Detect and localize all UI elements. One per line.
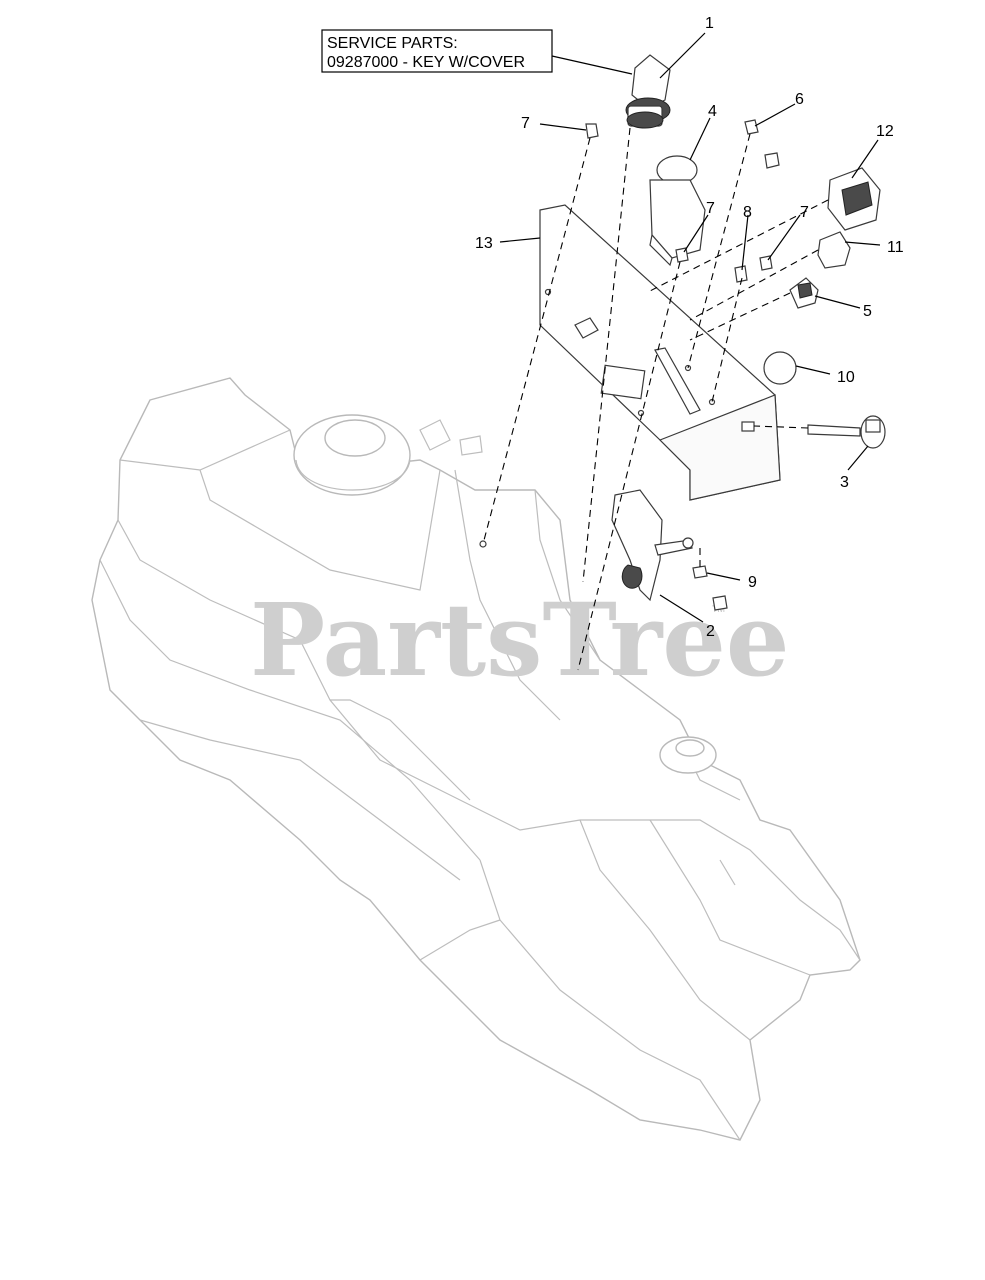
rocker-switch — [827, 167, 881, 231]
dash-panel — [539, 204, 781, 501]
callout-7-center: 7 — [706, 200, 715, 217]
callout-3: 3 — [840, 474, 849, 491]
callout-13: 13 — [475, 235, 493, 252]
callout-leaders — [499, 32, 881, 623]
watermark: PartsTree TM — [250, 581, 790, 699]
hole-plug — [763, 351, 797, 385]
watermark-text: PartsTree — [250, 581, 790, 699]
callout-4: 4 — [708, 103, 717, 120]
fuel-tank-drawing — [91, 377, 861, 1141]
callout-6: 6 — [795, 91, 804, 108]
pto-switch — [649, 155, 706, 267]
seat-switch — [789, 277, 819, 309]
key-switch — [625, 54, 671, 129]
callout-10: 10 — [837, 369, 855, 386]
hardware — [585, 119, 780, 611]
callout-7-right: 7 — [800, 204, 809, 221]
callout-1: 1 — [705, 15, 714, 32]
throttle-knob — [807, 415, 886, 449]
callout-7-left: 7 — [521, 115, 530, 132]
service-parts-title: SERVICE PARTS: — [327, 35, 458, 52]
callout-8: 8 — [743, 204, 752, 221]
callout-labels: 1 2 3 4 5 6 7 7 7 8 9 10 11 12 13 — [475, 15, 904, 640]
callout-9: 9 — [748, 574, 757, 591]
switch-cover — [817, 231, 851, 269]
callout-2: 2 — [706, 623, 715, 640]
service-parts-key: 09287000 - KEY W/COVER — [327, 54, 525, 71]
service-parts-box: SERVICE PARTS: 09287000 - KEY W/COVER — [321, 29, 633, 75]
callout-5: 5 — [863, 303, 872, 320]
callout-11: 11 — [887, 239, 904, 256]
assembly-lines — [482, 127, 829, 671]
ignition-bracket — [611, 489, 694, 602]
callout-12: 12 — [876, 123, 894, 140]
